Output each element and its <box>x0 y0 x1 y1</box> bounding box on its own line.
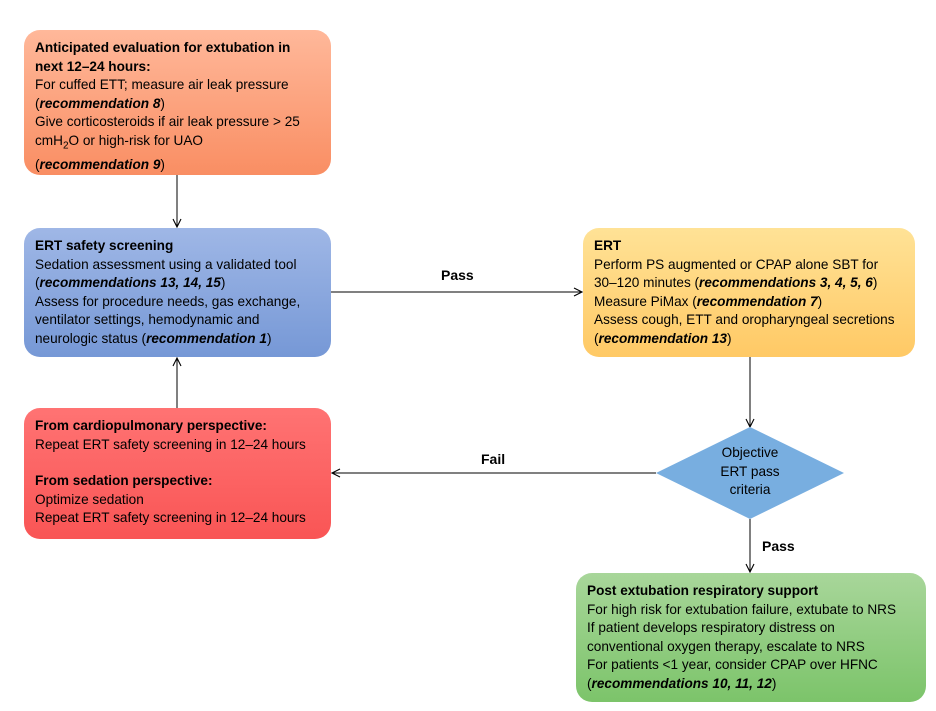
ert-rec-3: recommendation 13 <box>598 330 727 346</box>
decision-line-1: Objective <box>721 445 779 460</box>
post-line-2: If patient develops respiratory distress… <box>587 620 835 636</box>
post-line-4: For patients <1 year, consider CPAP over… <box>587 657 878 673</box>
anticipated-rec-2: recommendation 9 <box>39 157 161 173</box>
anticipated-rec-1: recommendation 8 <box>39 95 161 111</box>
edge-label-pass-right: Pass <box>441 267 474 283</box>
ert-rec-3-wrap: (recommendation 13) <box>594 330 732 346</box>
edge-label-pass-down: Pass <box>762 538 795 554</box>
safety-rec-1-wrap: (recommendations 13, 14, 15) <box>35 275 226 291</box>
anticipated-evaluation-box: Anticipated evaluation for extubation in… <box>24 30 331 175</box>
ert-line-3-wrap: Measure PiMax (recommendation 7) <box>594 293 823 309</box>
anticipated-rec-1-wrap: (recommendation 8) <box>35 95 165 111</box>
post-title: Post extubation respiratory support <box>587 583 819 598</box>
safety-screening-box: ERT safety screening Sedation assessment… <box>24 228 331 357</box>
post-rec-1: recommendations 10, 11, 12 <box>591 675 772 691</box>
safety-line-2: Assess for procedure needs, gas exchange… <box>35 293 301 309</box>
decision-diamond <box>656 427 844 519</box>
safety-rec-2: recommendation 1 <box>146 330 267 346</box>
ert-line-1: Perform PS augmented or CPAP alone SBT f… <box>594 256 879 272</box>
safety-line-4: neurologic status ( <box>35 330 147 346</box>
repeat-line-2: Optimize sedation <box>35 491 144 507</box>
anticipated-line-3: cmH2O or high-risk for UAO <box>35 132 320 156</box>
post-extubation-box: Post extubation respiratory support For … <box>576 573 926 702</box>
anticipated-line-3-sub: 2 <box>62 140 69 152</box>
decision-line-2: ERT pass <box>720 463 780 479</box>
repeat-title-2: From sedation perspective: <box>35 473 213 489</box>
anticipated-rec-2-wrap: (recommendation 9) <box>35 157 165 173</box>
repeat-title-1: From cardiopulmonary perspective: <box>35 418 267 433</box>
decision-label: Objective ERT pass criteria <box>690 444 810 500</box>
ert-line-3: Measure PiMax ( <box>594 293 697 309</box>
repeat-screening-box: From cardiopulmonary perspective: Repeat… <box>24 408 331 539</box>
repeat-line-3: Repeat ERT safety screening in 12–24 hou… <box>35 510 306 526</box>
ert-line-2: 30–120 minutes ( <box>594 275 700 291</box>
ert-rec-1: recommendations 3, 4, 5, 6 <box>699 275 873 291</box>
safety-rec-1: recommendations 13, 14, 15 <box>39 275 221 291</box>
anticipated-line-1: For cuffed ETT; measure air leak pressur… <box>35 77 289 93</box>
ert-line-4: Assess cough, ETT and oropharyngeal secr… <box>594 312 895 328</box>
ert-line-2-wrap: 30–120 minutes (recommendations 3, 4, 5,… <box>594 275 878 291</box>
safety-line-4-wrap: neurologic status (recommendation 1) <box>35 330 272 346</box>
post-line-3: conventional oxygen therapy, escalate to… <box>587 638 865 654</box>
post-rec-1-wrap: (recommendations 10, 11, 12) <box>587 675 777 691</box>
safety-line-3: ventilator settings, hemodynamic and <box>35 312 260 328</box>
ert-title: ERT <box>594 238 622 253</box>
edge-label-fail: Fail <box>481 451 506 467</box>
repeat-line-1: Repeat ERT safety screening in 12–24 hou… <box>35 436 306 452</box>
post-line-1: For high risk for extubation failure, ex… <box>587 601 897 617</box>
anticipated-line-3-pre: cmH <box>35 132 63 148</box>
ert-box: ERT Perform PS augmented or CPAP alone S… <box>583 228 915 357</box>
safety-line-1: Sedation assessment using a validated to… <box>35 256 297 272</box>
decision-line-3: criteria <box>729 482 771 498</box>
ert-rec-2: recommendation 7 <box>696 293 818 309</box>
anticipated-title: Anticipated evaluation for extubation in… <box>35 40 291 74</box>
safety-title: ERT safety screening <box>35 238 174 253</box>
anticipated-line-2: Give corticosteroids if air leak pressur… <box>35 114 300 130</box>
anticipated-line-3-post: O or high-risk for UAO <box>68 132 203 148</box>
